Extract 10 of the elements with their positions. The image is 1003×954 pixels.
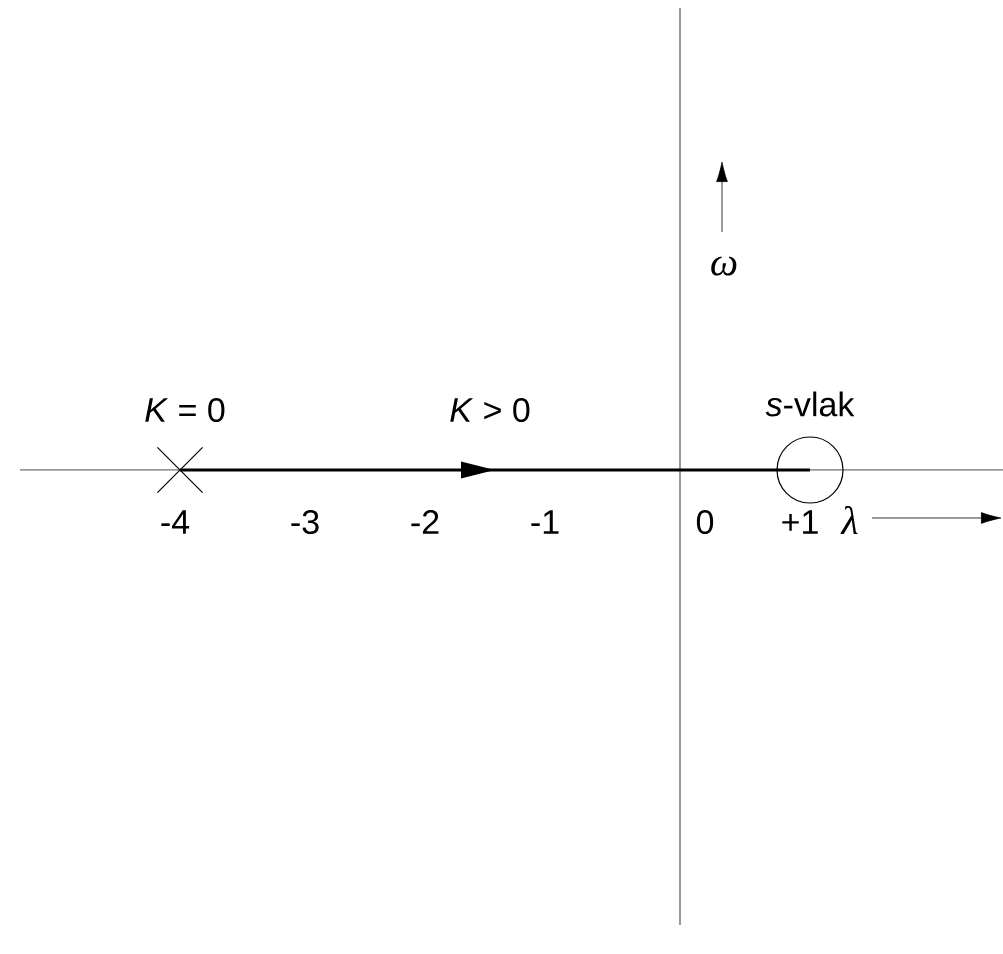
pole-label: K = 0	[145, 397, 225, 423]
axis-label: λ	[840, 505, 858, 535]
tick-label: -1	[531, 510, 559, 534]
zero-circle	[776, 436, 844, 504]
tick-label: -3	[291, 509, 319, 535]
edge-label: K > 0	[448, 396, 532, 424]
tick-label: 0	[696, 509, 714, 535]
tick-label: -2	[411, 510, 439, 534]
pole-cross	[156, 446, 204, 494]
axis-label: ω	[711, 256, 737, 276]
